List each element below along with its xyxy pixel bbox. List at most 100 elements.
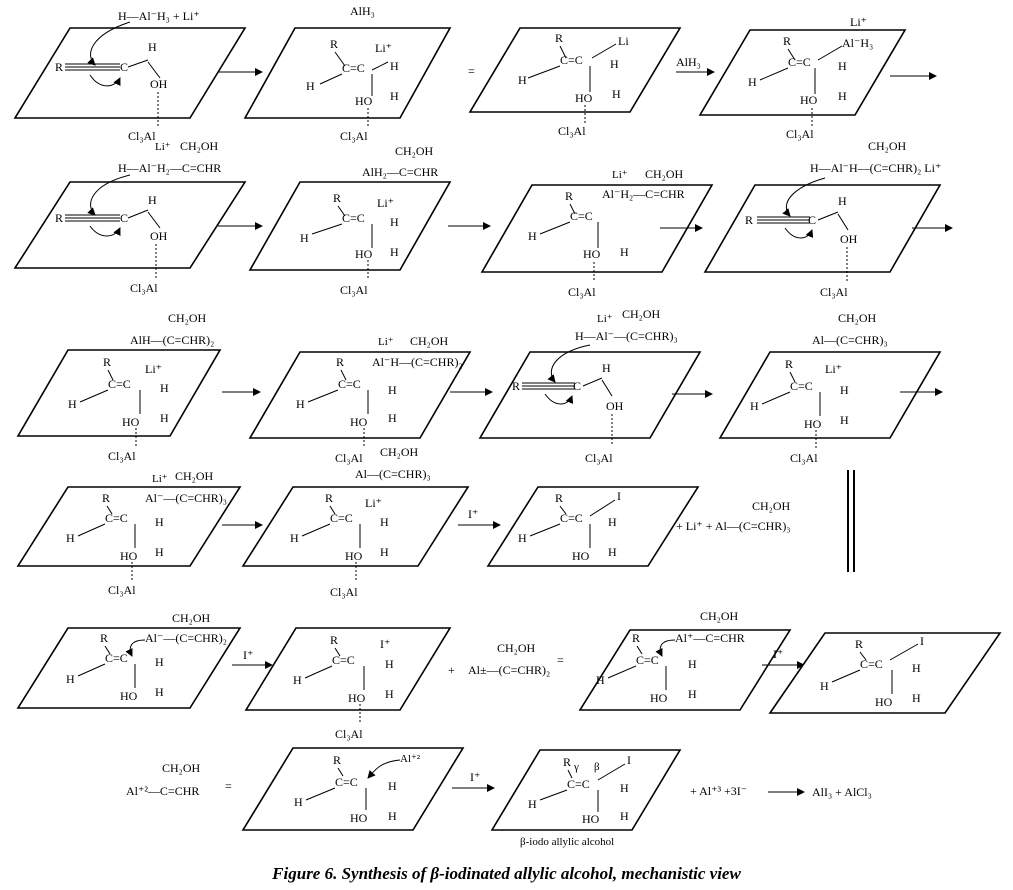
- svg-text:Cl₃Al: Cl₃Al: [108, 583, 136, 597]
- svg-text:H: H: [380, 515, 389, 529]
- svg-text:C=C: C=C: [330, 511, 353, 525]
- svg-text:H: H: [528, 797, 537, 811]
- svg-text:Al—(C=CHR)₃: Al—(C=CHR)₃: [355, 467, 431, 481]
- svg-text:HO: HO: [575, 91, 593, 105]
- svg-text:Li⁺: Li⁺: [850, 15, 867, 29]
- svg-text:HO: HO: [345, 549, 363, 563]
- svg-text:Cl₃Al: Cl₃Al: [130, 281, 158, 295]
- svg-text:C=C: C=C: [636, 653, 659, 667]
- svg-text:H: H: [148, 193, 157, 207]
- svg-text:C=C: C=C: [332, 653, 355, 667]
- plane-iodo-product-2: R C=C I H H HO H: [768, 632, 1002, 714]
- plane-vinyl-lithium-2: R C=C Li H H HO H Cl₃Al: [468, 27, 682, 138]
- svg-text:C: C: [808, 213, 816, 227]
- byproducts-row4: + Li⁺ + Al—(C=CHR)₃: [676, 519, 791, 533]
- svg-text:H: H: [390, 89, 399, 103]
- svg-text:H: H: [388, 779, 397, 793]
- svg-text:I: I: [627, 753, 631, 767]
- svg-text:Cl₃Al: Cl₃Al: [340, 129, 368, 143]
- final-reagents: + Al⁺³ +3I⁻: [690, 784, 747, 798]
- svg-text:R: R: [785, 357, 793, 371]
- plane-alkyne-4: Li⁺ CH₂OH H—Al⁻—(C=CHR)₃ R C H OH Cl₃Al: [478, 307, 702, 465]
- svg-text:Li⁺: Li⁺: [152, 473, 168, 485]
- svg-text:Li: Li: [618, 34, 629, 48]
- svg-text:CH₂OH: CH₂OH: [410, 334, 449, 348]
- svg-text:H: H: [390, 215, 399, 229]
- svg-text:CH₂OH: CH₂OH: [700, 609, 739, 623]
- svg-text:H: H: [840, 413, 849, 427]
- svg-text:Al⁻H₂—C=CHR: Al⁻H₂—C=CHR: [602, 187, 685, 201]
- svg-text:R: R: [333, 753, 341, 767]
- svg-text:Cl₃Al: Cl₃Al: [568, 285, 596, 299]
- plane-iodo-product-1: R C=C I H H HO H: [486, 486, 700, 567]
- plane-vinyl-lithium-6: R C=C Li⁺ H H HO H Cl₃Al: [241, 486, 470, 599]
- svg-text:H: H: [596, 673, 605, 687]
- svg-text:H: H: [688, 657, 697, 671]
- plane-ate-complex-4: Li⁺ CH₂OH R Al⁻—(C=CHR)₃ C=C H H HO H Cl…: [16, 469, 242, 597]
- row-3: CH₂OH AlH—(C=CHR)₂ R C=C Li⁺ H H HO H Cl…: [16, 307, 943, 481]
- svg-text:C=C: C=C: [567, 777, 590, 791]
- svg-text:+: +: [448, 663, 455, 677]
- svg-text:C=C: C=C: [342, 61, 365, 75]
- svg-text:C=C: C=C: [108, 377, 131, 391]
- svg-text:H: H: [306, 79, 315, 93]
- plane-vinyl-lithium-3: CH₂OH AlH₂—C=CHR R C=C Li⁺ H H HO H Cl₃A…: [248, 144, 452, 297]
- svg-text:H: H: [840, 383, 849, 397]
- svg-text:CH₂OH: CH₂OH: [172, 611, 211, 625]
- svg-text:Cl₃Al: Cl₃Al: [335, 727, 363, 741]
- svg-text:HO: HO: [800, 93, 818, 107]
- svg-text:C=C: C=C: [105, 651, 128, 665]
- svg-text:CH₂OH: CH₂OH: [162, 761, 201, 775]
- svg-text:Al±—(C=CHR)₂: Al±—(C=CHR)₂: [468, 663, 550, 677]
- svg-text:=: =: [557, 653, 564, 667]
- svg-text:R: R: [336, 355, 344, 369]
- svg-text:R: R: [563, 755, 571, 769]
- svg-text:H: H: [838, 194, 847, 208]
- svg-text:CH₂OH: CH₂OH: [645, 167, 684, 181]
- svg-text:Li⁺: Li⁺: [145, 362, 162, 376]
- svg-text:H: H: [388, 809, 397, 823]
- plane-al-cation-complex: CH₂OH R Al⁺—C=CHR C=C H H HO H: [578, 609, 792, 711]
- plane-vinyl-lithium-4: CH₂OH AlH—(C=CHR)₂ R C=C Li⁺ H H HO H Cl…: [16, 311, 222, 463]
- svg-text:H: H: [612, 87, 621, 101]
- svg-text:H—Al⁻H—(C=CHR)₂ Li⁺: H—Al⁻H—(C=CHR)₂ Li⁺: [810, 161, 941, 175]
- plane-vinyl-lithium-5: CH₂OH Al—(C=CHR)₃ R C=C Li⁺ H H HO H Cl₃…: [718, 311, 942, 465]
- svg-text:CH₂OH: CH₂OH: [497, 641, 536, 655]
- svg-text:H: H: [290, 531, 299, 545]
- svg-text:H: H: [912, 691, 921, 705]
- svg-text:Cl₃Al: Cl₃Al: [330, 585, 358, 599]
- svg-text:R: R: [333, 191, 341, 205]
- svg-text:Cl₃Al: Cl₃Al: [335, 451, 363, 465]
- row-1: H—Al⁻H₃ + Li⁺ R C H OH Cl₃Al AlH₃ R C=C …: [13, 4, 937, 143]
- oh-label: OH: [150, 77, 168, 91]
- svg-text:H: H: [388, 411, 397, 425]
- svg-text:HO: HO: [120, 549, 138, 563]
- plane-final-product: R γ β C=C I H H HO H β-iodo allylic alco…: [490, 749, 682, 848]
- svg-text:Al⁺—C=CHR: Al⁺—C=CHR: [675, 631, 745, 645]
- svg-text:H: H: [390, 245, 399, 259]
- svg-text:H: H: [838, 59, 847, 73]
- svg-text:H: H: [68, 397, 77, 411]
- svg-text:Al⁻—(C=CHR)₃: Al⁻—(C=CHR)₃: [145, 491, 227, 505]
- svg-text:C=C: C=C: [570, 209, 593, 223]
- plane-ate-complex-3: Li⁺ CH₂OH R Al⁻H—(C=CHR)₂ C=C H H HO H C…: [248, 334, 472, 481]
- svg-text:H: H: [608, 545, 617, 559]
- svg-text:OH: OH: [150, 229, 168, 243]
- svg-text:Al⁺²: Al⁺²: [400, 753, 421, 765]
- svg-text:I⁺: I⁺: [380, 637, 390, 651]
- svg-text:R: R: [102, 491, 110, 505]
- svg-text:R: R: [555, 491, 563, 505]
- svg-text:HO: HO: [582, 812, 600, 826]
- svg-text:R: R: [330, 633, 338, 647]
- svg-text:R: R: [745, 213, 753, 227]
- svg-text:Li⁺: Li⁺: [597, 313, 613, 325]
- svg-text:Cl₃Al: Cl₃Al: [786, 127, 814, 141]
- plane-vinyl-lithium-1: AlH₃ R C=C Li⁺ H H HO H Cl₃Al: [243, 4, 452, 143]
- svg-text:CH₂OH: CH₂OH: [180, 139, 219, 153]
- svg-text:HO: HO: [583, 247, 601, 261]
- svg-text:H: H: [518, 73, 527, 87]
- svg-text:I⁺: I⁺: [470, 770, 480, 784]
- equals-1: =: [468, 64, 475, 78]
- svg-text:CH₂OH: CH₂OH: [752, 499, 791, 513]
